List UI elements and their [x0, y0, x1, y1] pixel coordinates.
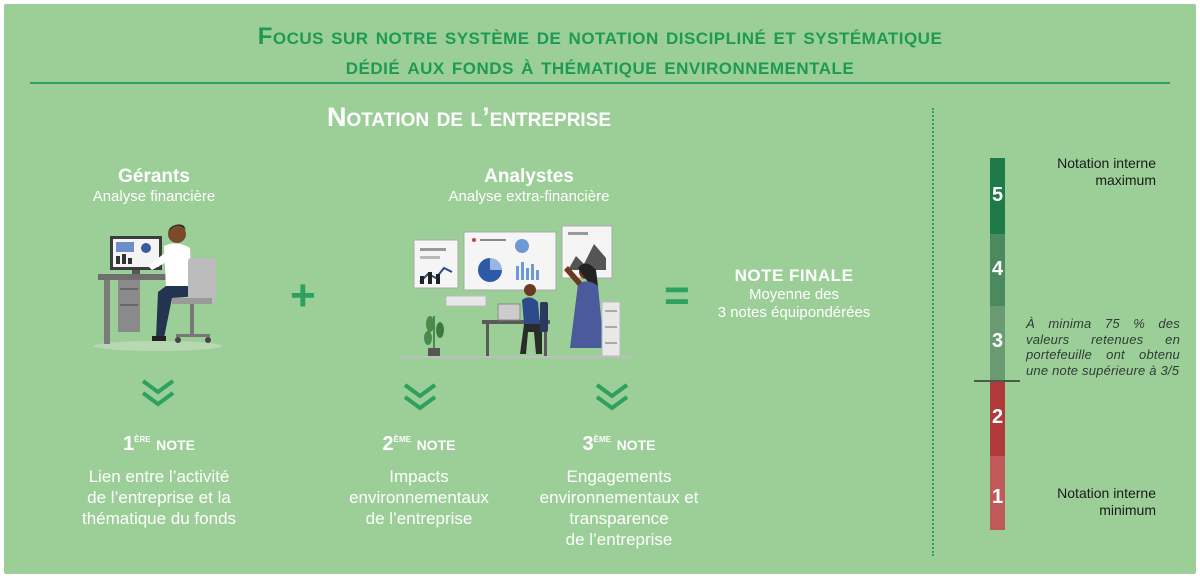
rating-scale: 5 4 3 2 1 — [990, 158, 1005, 530]
managers-header: Gérants Analyse financière — [54, 166, 254, 206]
note-3: 3ème note Engagements environnementaux e… — [504, 426, 734, 550]
threshold-marker — [974, 380, 1020, 382]
scale-level-1: 1 — [990, 456, 1005, 530]
scale-level-4: 4 — [990, 234, 1005, 306]
scale-top-label: Notation interne maximum — [1057, 155, 1156, 188]
manager-at-desk-illustration — [94, 224, 222, 351]
final-note-line-1: Moyenne des — [748, 286, 840, 303]
chevron-down-icon — [141, 379, 175, 407]
page-title: Focus sur notre système de notation disc… — [4, 22, 1196, 82]
infographic-panel: Focus sur notre système de notation disc… — [4, 4, 1196, 574]
plus-operator: + — [290, 271, 316, 320]
final-note-line-2: 3 notes équipondérées — [717, 304, 871, 321]
note-1: 1ère note Lien entre l’activité de l’ent… — [44, 426, 274, 529]
final-note: NOTE FINALE Moyenne des 3 notes équipond… — [694, 266, 894, 322]
scale-level-5: 5 — [990, 158, 1005, 234]
title-divider — [30, 82, 1170, 84]
threshold-note: À minima 75 % des valeurs retenues en po… — [1026, 316, 1180, 378]
note-2-description: Impacts environnementaux de l’entreprise — [349, 467, 489, 528]
analysts-header: Analystes Analyse extra-financière — [424, 166, 634, 206]
note-3-description: Engagements environnementaux et transpar… — [539, 467, 699, 549]
equals-operator: = — [664, 271, 690, 320]
note-2: 2ème note Impacts environnementaux de l’… — [304, 426, 534, 529]
scale-level-3: 3 — [990, 306, 1005, 380]
vertical-divider — [932, 108, 934, 556]
analysts-dashboard-illustration — [402, 225, 632, 358]
final-note-heading: NOTE FINALE — [734, 266, 854, 285]
analysts-subtitle: Analyse extra-financière — [448, 188, 610, 205]
scale-bottom-label: Notation interne minimum — [1057, 485, 1156, 518]
section-title: Notation de l’entreprise — [326, 102, 612, 132]
chevron-down-icon — [403, 383, 437, 411]
managers-heading: Gérants — [118, 166, 190, 187]
note-1-description: Lien entre l’activité de l’entreprise et… — [81, 467, 237, 528]
analysts-heading: Analystes — [484, 166, 574, 187]
title-line-2: dédié aux fonds à thématique environneme… — [345, 53, 855, 80]
note-2-title: 2ème note — [382, 431, 456, 455]
chevron-down-icon — [595, 383, 629, 411]
scale-level-2: 2 — [990, 380, 1005, 456]
note-1-title: 1ère note — [122, 431, 196, 455]
note-3-title: 3ème note — [582, 431, 656, 455]
managers-subtitle: Analyse financière — [92, 188, 216, 205]
title-line-1: Focus sur notre système de notation disc… — [257, 23, 943, 50]
